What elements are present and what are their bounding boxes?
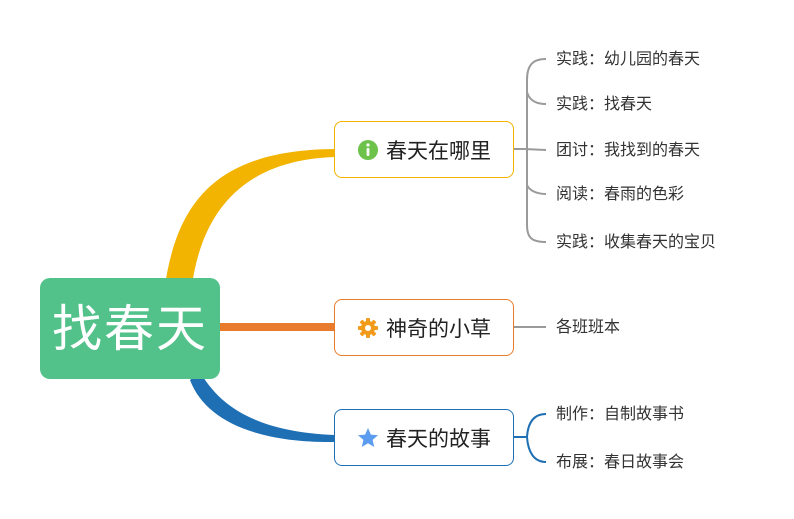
leaf-connectors-branch-0 [514, 58, 547, 243]
branch-label: 春天在哪里 [386, 138, 491, 163]
leaf-bracket-0 [526, 58, 547, 243]
leaf-item[interactable]: 制作：自制故事书 [556, 404, 685, 423]
branch-topic-magic-grass[interactable]: 神奇的小草 [334, 299, 514, 356]
leaf-item[interactable]: 实践：幼儿园的春天 [556, 49, 701, 68]
leaf-item[interactable]: 各班班本 [556, 317, 621, 336]
leaf-bracket-2 [525, 413, 547, 463]
leaf-item[interactable]: 布展：春日故事会 [556, 452, 685, 471]
branch-label: 春天的故事 [386, 426, 491, 451]
branch-topic-spring-story[interactable]: 春天的故事 [334, 409, 514, 466]
leaf-connectors-branch-2 [514, 413, 547, 463]
star-icon [357, 427, 379, 449]
leaf-tick-0-2 [523, 148, 547, 151]
leaf-item[interactable]: 团讨：我找到的春天 [556, 140, 701, 159]
leaf-tick-0-1 [526, 91, 547, 105]
info-icon [357, 139, 379, 161]
leaf-item[interactable]: 实践：收集春天的宝贝 [556, 232, 717, 251]
gear-icon [357, 317, 379, 339]
connector-root-branch-2 [190, 372, 335, 443]
root-topic[interactable]: 找春天 [40, 278, 220, 379]
branch-label: 神奇的小草 [386, 316, 491, 341]
leaf-item[interactable]: 实践：找春天 [556, 94, 653, 113]
leaf-tick-0-3 [526, 184, 547, 195]
connector-root-branch-1 [220, 323, 335, 331]
branch-topic-spring-where[interactable]: 春天在哪里 [334, 121, 514, 178]
leaf-item[interactable]: 阅读：春雨的色彩 [556, 184, 685, 203]
root-label: 找春天 [52, 299, 208, 358]
connector-root-branch-0 [165, 149, 335, 285]
